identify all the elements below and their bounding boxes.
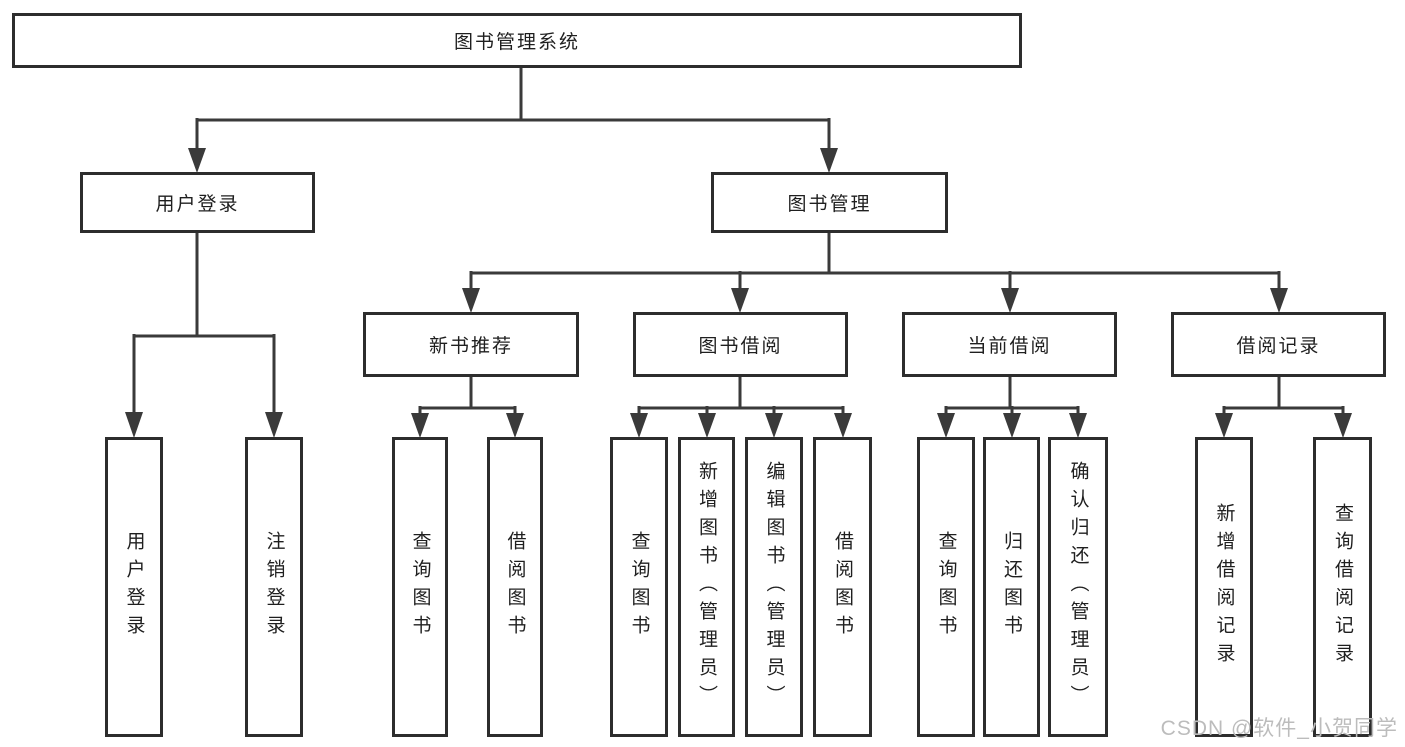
node-root: 图书管理系统 <box>12 13 1022 68</box>
node-root-label: 图书管理系统 <box>453 32 580 53</box>
node-label: 用户登录 <box>155 194 240 215</box>
node-leaf-user-login: 用户登录 <box>105 437 163 737</box>
node-label: 新书推荐 <box>428 336 513 357</box>
node-leaf-add-borrow-record: 新增借阅记录 <box>1195 437 1253 737</box>
node-module-borrow-record: 借阅记录 <box>1171 312 1386 377</box>
node-label: 借阅记录 <box>1236 336 1321 357</box>
node-label: 注销登录 <box>263 531 285 643</box>
arrowhead-icons <box>125 148 1352 438</box>
node-leaf-confirm-return-admin: 确认归还（管理员） <box>1048 437 1108 737</box>
node-book-management-branch: 图书管理 <box>711 172 948 233</box>
node-leaf-query-books-3: 查询图书 <box>917 437 975 737</box>
node-leaf-add-book-admin: 新增图书（管理员） <box>678 437 735 737</box>
node-leaf-query-borrow-record: 查询借阅记录 <box>1313 437 1372 737</box>
node-module-book-borrow: 图书借阅 <box>633 312 848 377</box>
node-label: 图书借阅 <box>698 336 783 357</box>
node-leaf-logout: 注销登录 <box>245 437 303 737</box>
node-label: 用户登录 <box>123 531 145 643</box>
node-label: 新增图书（管理员） <box>696 461 717 713</box>
node-label: 查询图书 <box>935 531 957 643</box>
csdn-watermark: CSDN @软件_小贺同学 <box>1160 717 1398 740</box>
node-leaf-borrow-books-1: 借阅图书 <box>487 437 543 737</box>
node-label: 借阅图书 <box>832 531 853 643</box>
node-leaf-query-books-2: 查询图书 <box>610 437 668 737</box>
node-module-new-book-recommend: 新书推荐 <box>363 312 579 377</box>
node-label: 当前借阅 <box>967 336 1052 357</box>
node-user-login-branch: 用户登录 <box>80 172 315 233</box>
node-label: 查询借阅记录 <box>1332 503 1353 671</box>
node-label: 查询图书 <box>628 531 650 643</box>
node-label: 确认归还（管理员） <box>1067 461 1089 713</box>
node-label: 查询图书 <box>409 531 431 643</box>
node-leaf-borrow-books-2: 借阅图书 <box>813 437 872 737</box>
node-label: 图书管理 <box>787 194 872 215</box>
node-label: 归还图书 <box>1001 531 1022 643</box>
node-label: 编辑图书（管理员） <box>763 461 785 713</box>
node-leaf-edit-book-admin: 编辑图书（管理员） <box>745 437 803 737</box>
node-label: 新增借阅记录 <box>1213 503 1235 671</box>
node-leaf-return-book: 归还图书 <box>983 437 1040 737</box>
node-label: 借阅图书 <box>504 531 526 643</box>
node-module-current-borrow: 当前借阅 <box>902 312 1117 377</box>
node-leaf-query-books-1: 查询图书 <box>392 437 448 737</box>
